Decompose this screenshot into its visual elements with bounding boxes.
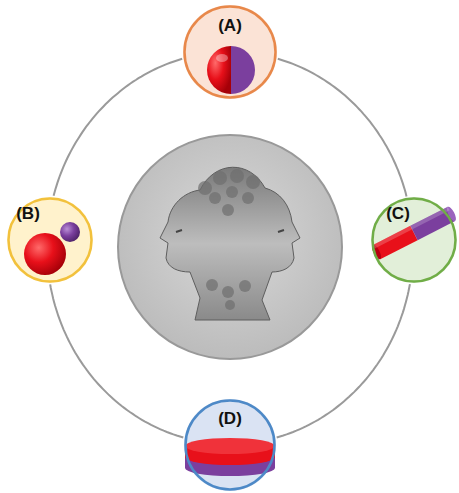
janus-disc — [185, 438, 275, 476]
janus-sphere — [207, 46, 255, 94]
ring-connector — [54, 59, 183, 196]
node-circle: (D) — [184, 399, 276, 491]
node-circle: (C) — [371, 197, 457, 283]
node-fill — [371, 197, 457, 283]
ring-connector — [277, 284, 410, 437]
node-circle: (B) — [7, 197, 93, 283]
center-disc — [118, 135, 342, 359]
dimer-particles — [24, 222, 80, 275]
janus-head — [160, 167, 300, 320]
node-fill — [7, 197, 93, 283]
node-circle: (A) — [183, 5, 277, 99]
node-label: (A) — [218, 17, 242, 34]
ring-connector — [50, 284, 183, 437]
node-label: (D) — [218, 410, 242, 427]
node-label: (C) — [386, 205, 410, 222]
node-fill — [183, 5, 277, 99]
node-fill — [184, 399, 276, 491]
ring-connector — [278, 59, 407, 197]
node-label: (B) — [16, 205, 40, 222]
circle-outline — [371, 197, 457, 283]
